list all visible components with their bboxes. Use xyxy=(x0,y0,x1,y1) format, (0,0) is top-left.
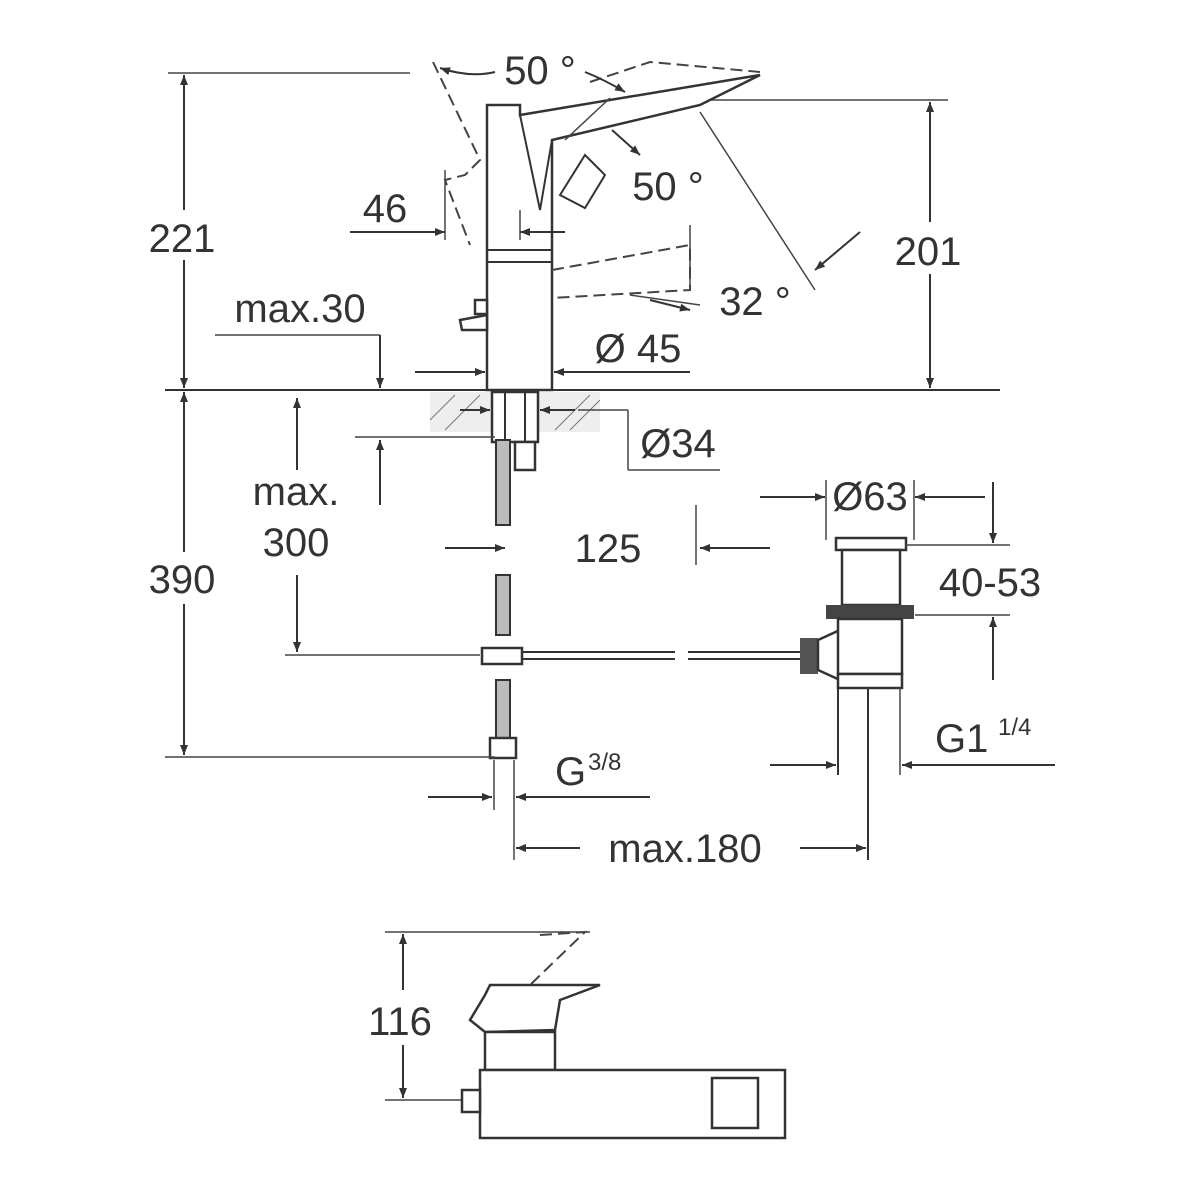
dimension-waste-thread: G1 1/4 xyxy=(770,714,1055,769)
dimension-max-300: max. 300 xyxy=(253,398,495,652)
angle-label: 50 ° xyxy=(504,49,576,93)
dimension-label: 40-53 xyxy=(939,561,1041,605)
dimension-label: Ø63 xyxy=(832,475,908,519)
dimension-label: 46 xyxy=(363,187,408,231)
dimension-label: 221 xyxy=(149,217,216,261)
angle-32: 32 ° xyxy=(649,231,861,324)
dimension-label: G1 xyxy=(935,717,988,761)
dimension-supply-thread: G 3/8 xyxy=(428,749,650,860)
dimension-label: Ø34 xyxy=(640,422,716,466)
top-view: 116 xyxy=(368,930,787,1140)
dimension-201: 201 xyxy=(700,99,975,388)
dimension-label: max.30 xyxy=(234,287,365,331)
angle-50-top: 50 ° xyxy=(439,49,626,93)
dimension-label: max. xyxy=(253,470,340,514)
dimension-label: G xyxy=(555,750,586,794)
dimension-max-180: max.180 xyxy=(516,827,866,871)
angle-label: 50 ° xyxy=(632,165,704,209)
angle-label: 32 ° xyxy=(719,280,791,324)
dimension-46: 46 xyxy=(350,170,565,240)
dimension-390: 390 xyxy=(140,392,495,758)
fraction-label: 3/8 xyxy=(588,749,621,776)
dimension-diameter-63: Ø63 xyxy=(760,475,985,540)
deck-section: Ø34 xyxy=(429,390,720,472)
dimension-label: 390 xyxy=(149,558,216,602)
dimension-label: 116 xyxy=(368,1000,432,1044)
dimension-label: 300 xyxy=(263,521,330,565)
angle-50-side: 50 ° xyxy=(611,129,704,209)
dimension-max-30: max.30 xyxy=(215,287,384,388)
dimension-label: 125 xyxy=(575,527,642,571)
pop-up-rod xyxy=(285,628,842,682)
dimension-125: 125 xyxy=(445,505,770,571)
waste-valve xyxy=(826,536,914,860)
dimension-label: 201 xyxy=(895,230,962,274)
dimension-40-53: 40-53 xyxy=(905,482,1041,680)
supply-hoses xyxy=(488,439,518,760)
dimension-diameter-45: Ø 45 xyxy=(415,327,690,376)
dimension-label: Ø 45 xyxy=(595,327,682,371)
fraction-label: 1/4 xyxy=(998,714,1031,741)
dimension-221: 221 xyxy=(140,72,410,388)
dimension-label: max.180 xyxy=(608,827,761,871)
